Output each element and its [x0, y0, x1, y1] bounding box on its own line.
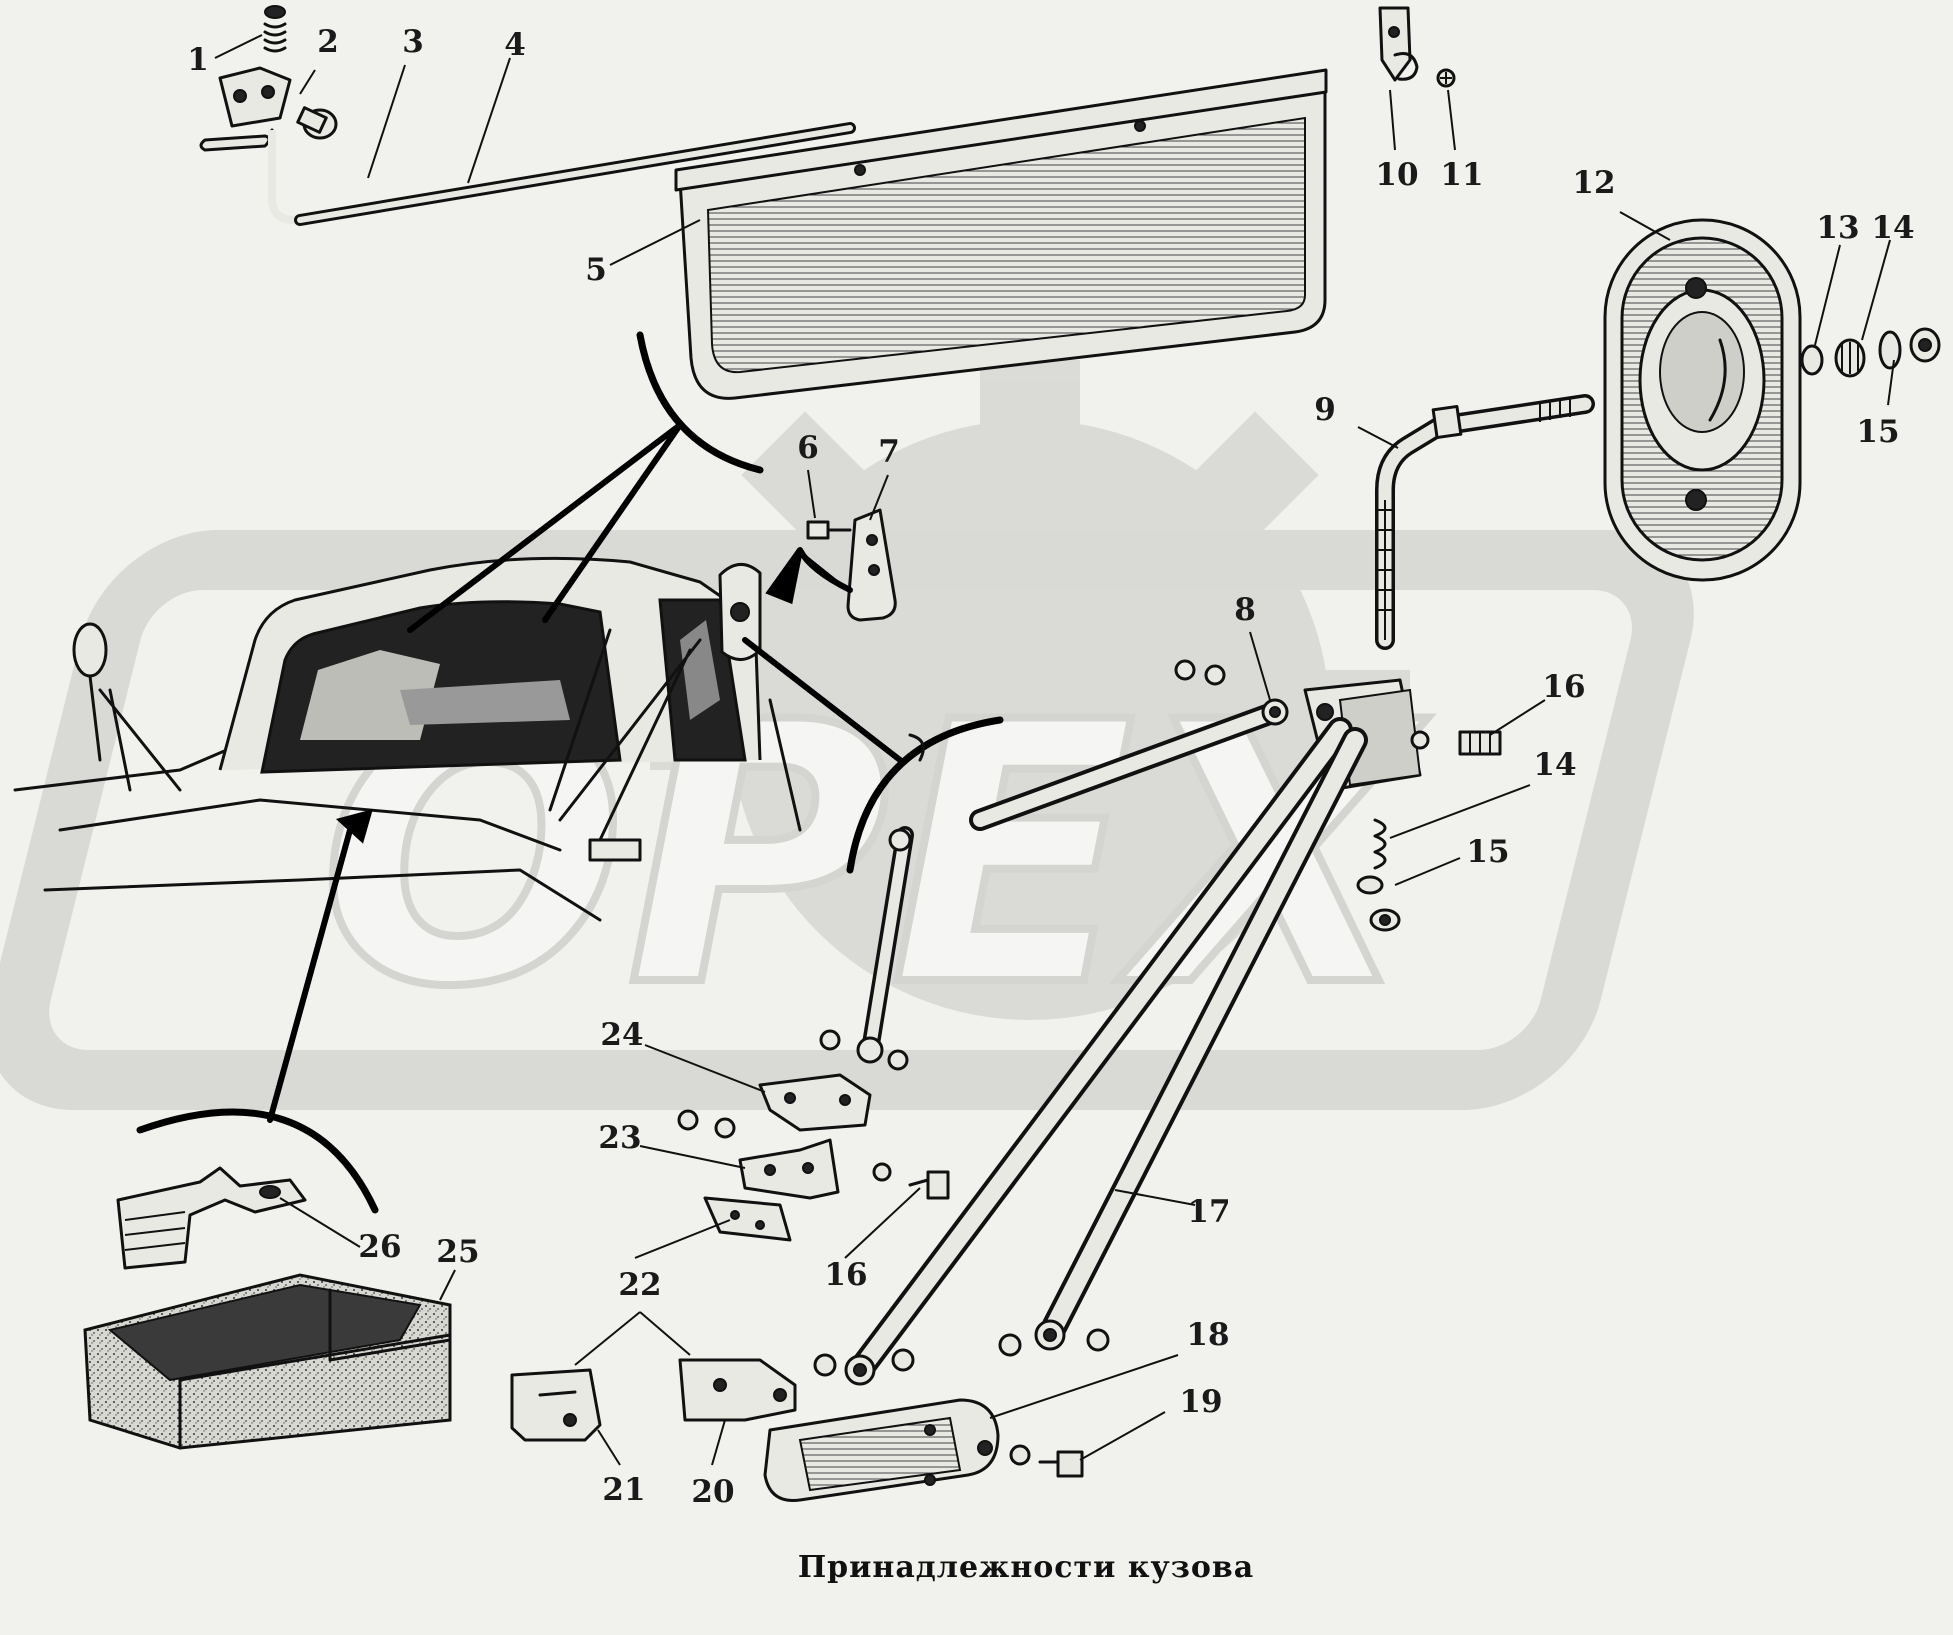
callout-16-bottom: 16 [824, 1257, 867, 1293]
callout-24: 24 [600, 1017, 643, 1053]
part-spring-14-lower [1356, 818, 1401, 932]
part-screw-6 [806, 520, 852, 540]
part-spring-1 [263, 5, 287, 53]
diagram-caption: Принадлежности кузова [798, 1550, 1254, 1585]
detail-pointer-console [136, 809, 379, 1214]
callout-12: 12 [1572, 165, 1615, 201]
callout-labels: 1 2 3 4 5 6 7 8 9 10 11 12 13 14 15 16 1… [187, 24, 1914, 1510]
part-strut-8 [969, 659, 1289, 831]
cab-illustration [13, 556, 802, 922]
watermark-frame [0, 530, 1694, 1110]
part-mirror-arm-9 [1375, 394, 1595, 650]
part-washers-23 [677, 1109, 736, 1139]
part-bracket-23 [738, 1138, 840, 1200]
callout-15-top: 15 [1856, 414, 1899, 450]
callout-1: 1 [187, 42, 209, 78]
detail-pointer-bracket [765, 547, 853, 605]
part-sun-visor-5 [674, 68, 1328, 400]
callout-19: 19 [1179, 1384, 1222, 1420]
part-struts-17 [813, 717, 1368, 1386]
callout-7: 7 [878, 434, 900, 470]
callout-5: 5 [585, 252, 607, 288]
part-screw-11 [1436, 68, 1456, 88]
part-bracket-24 [758, 1073, 872, 1132]
part-armrest-18 [763, 1398, 1000, 1502]
part-bracket-7 [846, 508, 897, 622]
callout-14-top: 14 [1871, 210, 1914, 246]
part-link-rod [819, 733, 925, 1071]
part-bolt-19 [1009, 1444, 1084, 1478]
callout-8: 8 [1234, 592, 1256, 628]
callout-22-pair: 22 [618, 1267, 661, 1303]
part-plate-22 [703, 1196, 792, 1242]
part-bracket-20 [678, 1358, 797, 1422]
callout-26: 26 [358, 1229, 401, 1265]
part-bracket-21 [510, 1368, 602, 1442]
callout-10: 10 [1375, 157, 1418, 193]
detail-pointer-visor [407, 331, 764, 633]
callout-3: 3 [402, 24, 424, 60]
callout-21: 21 [602, 1472, 645, 1508]
part-mirror-12 [1603, 218, 1802, 582]
callout-18: 18 [1186, 1317, 1229, 1353]
part-clip-10 [1378, 6, 1419, 82]
callout-16-top: 16 [1542, 669, 1585, 705]
part-bracket-2 [218, 66, 292, 128]
callout-20: 20 [691, 1474, 734, 1510]
part-cotter-pin [199, 134, 271, 152]
part-washers-13-15 [1800, 327, 1941, 378]
callout-4: 4 [504, 27, 526, 63]
part-bolt-3 [296, 106, 338, 140]
callout-23: 23 [598, 1120, 641, 1156]
part-clip-26 [116, 1166, 307, 1270]
leader-lines [214, 34, 1895, 1466]
callout-14-mid: 14 [1533, 747, 1576, 783]
callout-9: 9 [1314, 392, 1336, 428]
detail-pointer-struts [742, 637, 1004, 874]
callout-11: 11 [1440, 157, 1483, 193]
callout-2: 2 [317, 24, 339, 60]
callout-6: 6 [797, 430, 819, 466]
callout-25: 25 [436, 1234, 479, 1270]
callout-15-mid: 15 [1466, 834, 1509, 870]
part-box-25 [83, 1273, 452, 1450]
part-bolt-16-lower [872, 1162, 950, 1200]
callout-17: 17 [1187, 1194, 1230, 1230]
part-visor-rod-4 [268, 122, 856, 226]
callout-13: 13 [1816, 210, 1859, 246]
